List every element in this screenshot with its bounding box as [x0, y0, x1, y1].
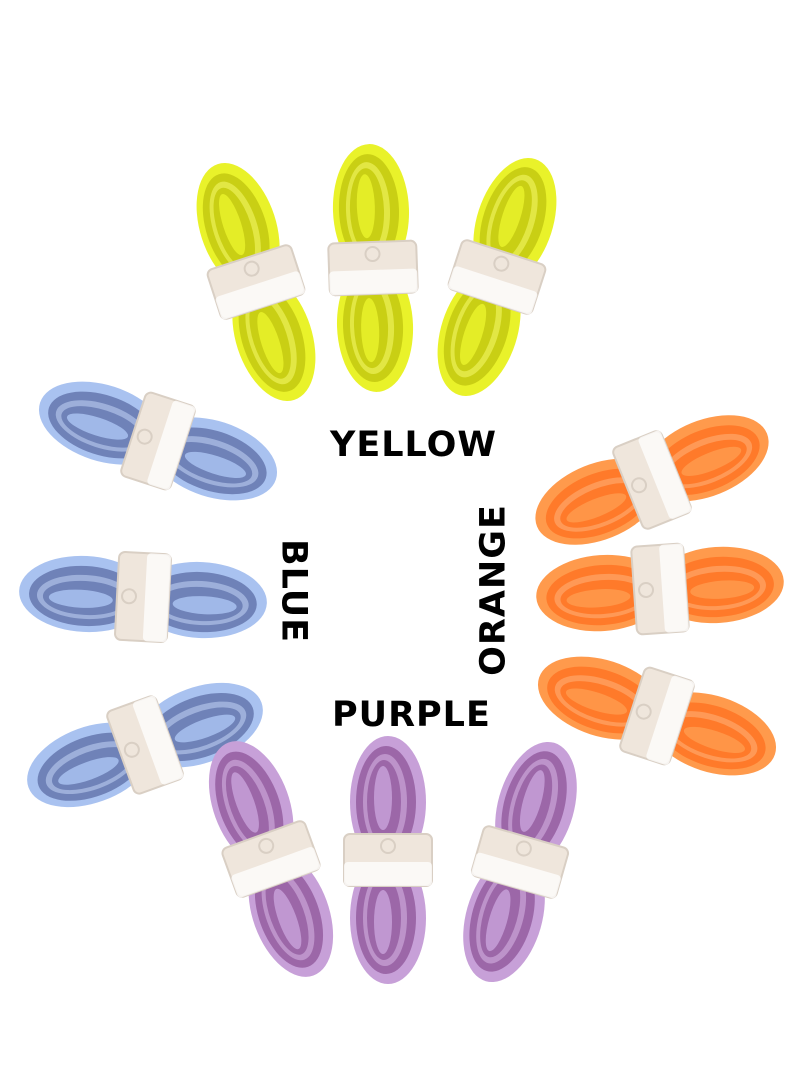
grip-roll-orange-1 — [535, 415, 769, 545]
label-blue: BLUE — [273, 538, 314, 644]
grip-roll-purple-3 — [463, 741, 577, 983]
grip-roll-yellow-2 — [327, 144, 419, 392]
grip-roll-blue-2 — [19, 551, 267, 643]
label-purple: PURPLE — [332, 695, 491, 735]
grip-roll-purple-1 — [208, 741, 334, 977]
label-orange: ORANGE — [473, 504, 514, 676]
grip-roll-yellow-3 — [437, 157, 557, 397]
grip-roll-blue-1 — [38, 381, 278, 501]
grip-roll-blue-3 — [27, 682, 263, 808]
label-yellow: YELLOW — [330, 425, 497, 465]
grip-roll-yellow-1 — [196, 162, 316, 402]
grip-roll-orange-3 — [537, 656, 777, 776]
grip-roll-orange-2 — [536, 542, 784, 636]
grip-roll-purple-2 — [343, 736, 433, 984]
